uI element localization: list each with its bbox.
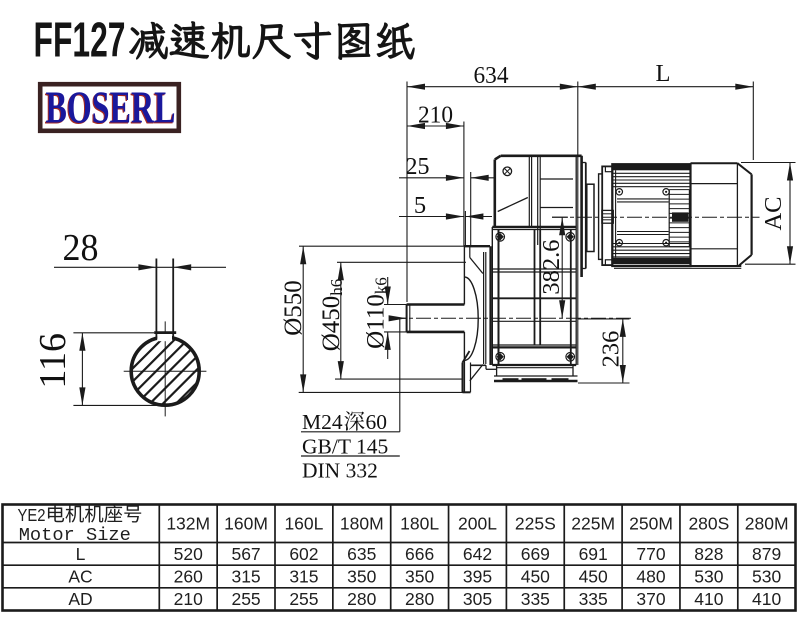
svg-text:AD: AD	[68, 589, 92, 609]
svg-text:Ø110k6: Ø110k6	[363, 277, 391, 349]
svg-text:Ø450h6: Ø450h6	[318, 279, 346, 352]
svg-text:370: 370	[636, 589, 665, 609]
svg-text:635: 635	[347, 544, 376, 564]
svg-text:236: 236	[598, 331, 625, 368]
svg-text:25: 25	[406, 153, 430, 180]
svg-text:260: 260	[174, 567, 203, 587]
svg-text:116: 116	[32, 333, 74, 389]
svg-text:280: 280	[347, 589, 376, 609]
svg-text:602: 602	[289, 544, 318, 564]
svg-text:280: 280	[405, 589, 434, 609]
svg-text:255: 255	[231, 589, 260, 609]
svg-text:642: 642	[463, 544, 492, 564]
svg-text:382.6: 382.6	[538, 239, 565, 294]
svg-text:879: 879	[752, 544, 781, 564]
svg-text:210: 210	[418, 102, 453, 129]
svg-text:225S: 225S	[515, 514, 556, 534]
svg-text:634: 634	[474, 62, 509, 89]
svg-text:530: 530	[752, 567, 781, 587]
svg-text:FF127: FF127	[34, 13, 126, 67]
svg-text:450: 450	[579, 567, 608, 587]
svg-text:132M: 132M	[166, 514, 210, 534]
svg-text:DIN 332: DIN 332	[302, 459, 378, 483]
svg-text:530: 530	[694, 567, 723, 587]
svg-text:480: 480	[636, 567, 665, 587]
svg-text:Ø550: Ø550	[280, 280, 307, 336]
svg-text:350: 350	[405, 567, 434, 587]
svg-text:335: 335	[521, 589, 550, 609]
svg-text:60: 60	[366, 410, 388, 434]
svg-text:160M: 160M	[224, 514, 268, 534]
svg-text:520: 520	[174, 544, 203, 564]
svg-text:225M: 225M	[571, 514, 615, 534]
svg-text:315: 315	[289, 567, 318, 587]
svg-text:335: 335	[579, 589, 608, 609]
svg-text:180M: 180M	[340, 514, 384, 534]
svg-text:410: 410	[694, 589, 723, 609]
svg-text:395: 395	[463, 567, 492, 587]
svg-text:M24: M24	[302, 410, 343, 434]
svg-text:280S: 280S	[688, 514, 729, 534]
svg-text:250M: 250M	[629, 514, 673, 534]
svg-text:BOSERL: BOSERL	[45, 82, 175, 133]
svg-text:L: L	[76, 544, 86, 564]
svg-text:666: 666	[405, 544, 434, 564]
svg-text:YE2: YE2	[18, 505, 46, 525]
svg-text:669: 669	[521, 544, 550, 564]
svg-text:AC: AC	[68, 567, 92, 587]
svg-text:GB/T 145: GB/T 145	[302, 435, 388, 459]
svg-text:280M: 280M	[745, 514, 789, 534]
svg-text:28: 28	[63, 227, 99, 269]
svg-text:210: 210	[174, 589, 203, 609]
svg-text:160L: 160L	[284, 514, 323, 534]
svg-text:L: L	[656, 60, 671, 87]
svg-text:305: 305	[463, 589, 492, 609]
svg-text:180L: 180L	[400, 514, 439, 534]
svg-text:200L: 200L	[458, 514, 497, 534]
svg-text:BOSERL: BOSERL	[46, 82, 176, 133]
svg-text:770: 770	[636, 544, 665, 564]
svg-text:255: 255	[289, 589, 318, 609]
svg-text:AC: AC	[760, 196, 787, 230]
svg-text:Motor Size: Motor Size	[19, 524, 131, 546]
svg-text:450: 450	[521, 567, 550, 587]
svg-text:350: 350	[347, 567, 376, 587]
svg-text:410: 410	[752, 589, 781, 609]
svg-text:5: 5	[414, 192, 426, 219]
svg-text:691: 691	[579, 544, 608, 564]
svg-text:315: 315	[231, 567, 260, 587]
svg-text:828: 828	[694, 544, 723, 564]
svg-text:567: 567	[231, 544, 260, 564]
